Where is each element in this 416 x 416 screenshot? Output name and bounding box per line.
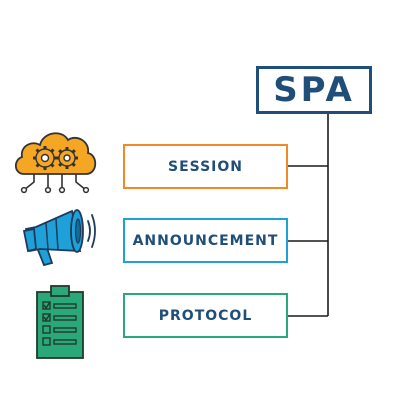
megaphone-icon	[22, 205, 98, 273]
title-box: SPA	[256, 66, 372, 114]
announcement-label: ANNOUNCEMENT	[132, 232, 279, 249]
protocol-box: PROTOCOL	[123, 293, 288, 338]
session-label: SESSION	[167, 158, 243, 175]
session-box: SESSION	[123, 144, 288, 189]
title-text: SPA	[273, 70, 355, 110]
protocol-label: PROTOCOL	[158, 307, 253, 324]
cloud-gears-icon	[12, 124, 98, 198]
announcement-box: ANNOUNCEMENT	[123, 218, 288, 263]
clipboard-checklist-icon	[34, 284, 86, 360]
